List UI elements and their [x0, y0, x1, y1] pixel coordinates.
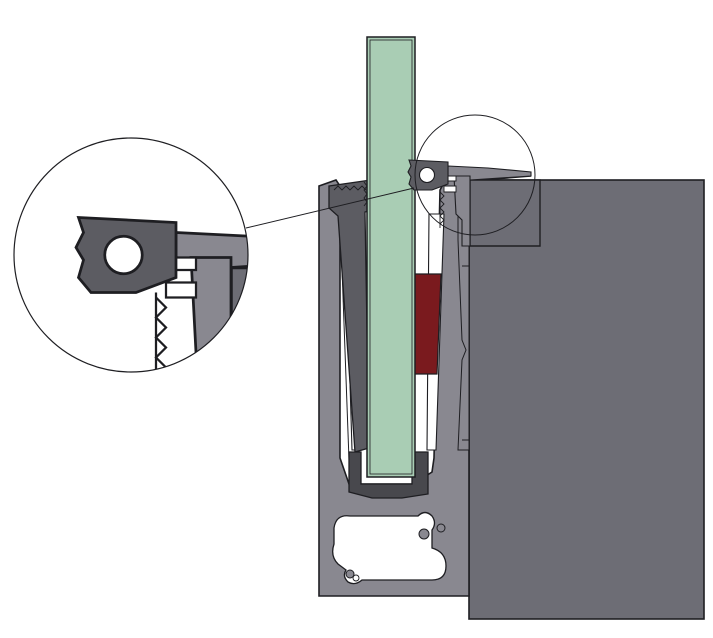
callout-circle — [13, 137, 249, 373]
right-clamp-head — [407, 159, 541, 247]
glass-panel — [366, 36, 416, 478]
bottom-setting-block — [348, 451, 429, 499]
concrete-slab — [468, 179, 705, 620]
magnified-callout — [13, 137, 249, 373]
red-wedge-insert — [413, 273, 442, 375]
callout-leader-line — [245, 187, 415, 229]
detail-marker-circle — [414, 114, 536, 236]
